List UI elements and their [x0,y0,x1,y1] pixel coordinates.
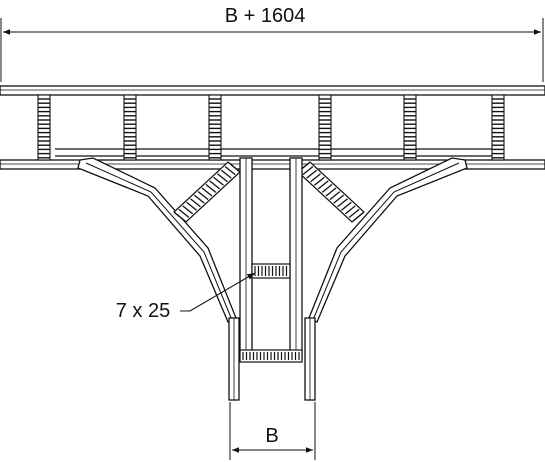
center-branch [239,157,303,363]
ladder-rung [491,94,505,161]
main-rungs [37,94,505,161]
ladder-rung [318,94,332,161]
ladder-rung [123,94,137,161]
outlet-width-dimension: B [229,402,316,460]
top-rail [0,85,545,96]
outlet-rails [228,317,316,401]
hole-label: 7 x 25 [116,300,170,322]
ladder-rung [208,94,222,161]
ladder-rung [403,94,417,161]
overall-width-dimension: B + 1604 [0,5,544,82]
outlet-width-label: B [265,425,278,447]
main-ladder [0,85,545,170]
ladder-rung [37,94,51,161]
right-branch-arm [297,157,468,323]
overall-width-label: B + 1604 [225,5,306,27]
bottom-rail [0,159,545,170]
hole-callout: 7 x 25 [116,272,256,322]
left-branch-arm [77,157,241,323]
